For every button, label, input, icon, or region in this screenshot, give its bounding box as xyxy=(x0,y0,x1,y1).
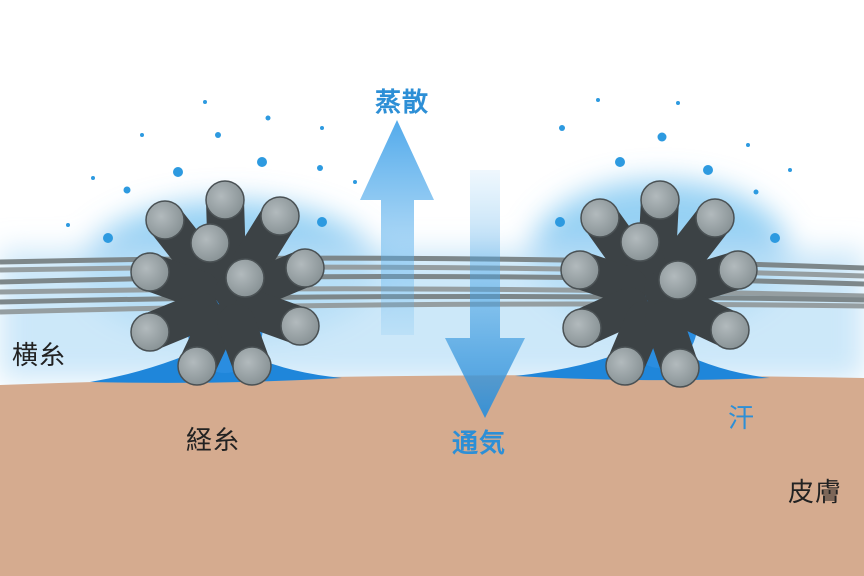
label-sweat: 汗 xyxy=(728,404,756,434)
fiber-end xyxy=(177,346,217,386)
fiber-end xyxy=(695,198,735,238)
fiber-end xyxy=(260,196,300,236)
fiber-end xyxy=(710,310,750,350)
fiber-end xyxy=(660,348,700,388)
skin-layer xyxy=(0,375,864,576)
fiber-end xyxy=(285,248,325,288)
label-evaporation: 蒸散 xyxy=(375,88,430,118)
fiber-end xyxy=(562,308,602,348)
fiber-end xyxy=(640,180,680,220)
fiber-end xyxy=(658,260,698,300)
fiber-end xyxy=(605,346,645,386)
fiber-end xyxy=(580,198,620,238)
ventilation-arrow xyxy=(445,170,525,418)
fiber-end xyxy=(280,306,320,346)
label-ventilation: 通気 xyxy=(452,429,507,459)
fiber-end xyxy=(560,250,600,290)
fiber-end xyxy=(190,223,230,263)
fiber-end xyxy=(232,346,272,386)
label-weft: 横糸 xyxy=(12,341,67,371)
fiber-end xyxy=(718,250,758,290)
fiber-end xyxy=(205,180,245,220)
label-warp: 経糸 xyxy=(186,426,241,456)
warp-fiber-cluster xyxy=(130,180,325,386)
evaporation-arrow xyxy=(360,120,434,335)
fiber-end xyxy=(130,312,170,352)
warp-fiber-cluster xyxy=(560,180,758,388)
label-skin: 皮膚 xyxy=(788,478,843,508)
fiber-end xyxy=(620,222,660,262)
fiber-end xyxy=(130,252,170,292)
fiber-end xyxy=(225,258,265,298)
fiber-end xyxy=(145,200,185,240)
